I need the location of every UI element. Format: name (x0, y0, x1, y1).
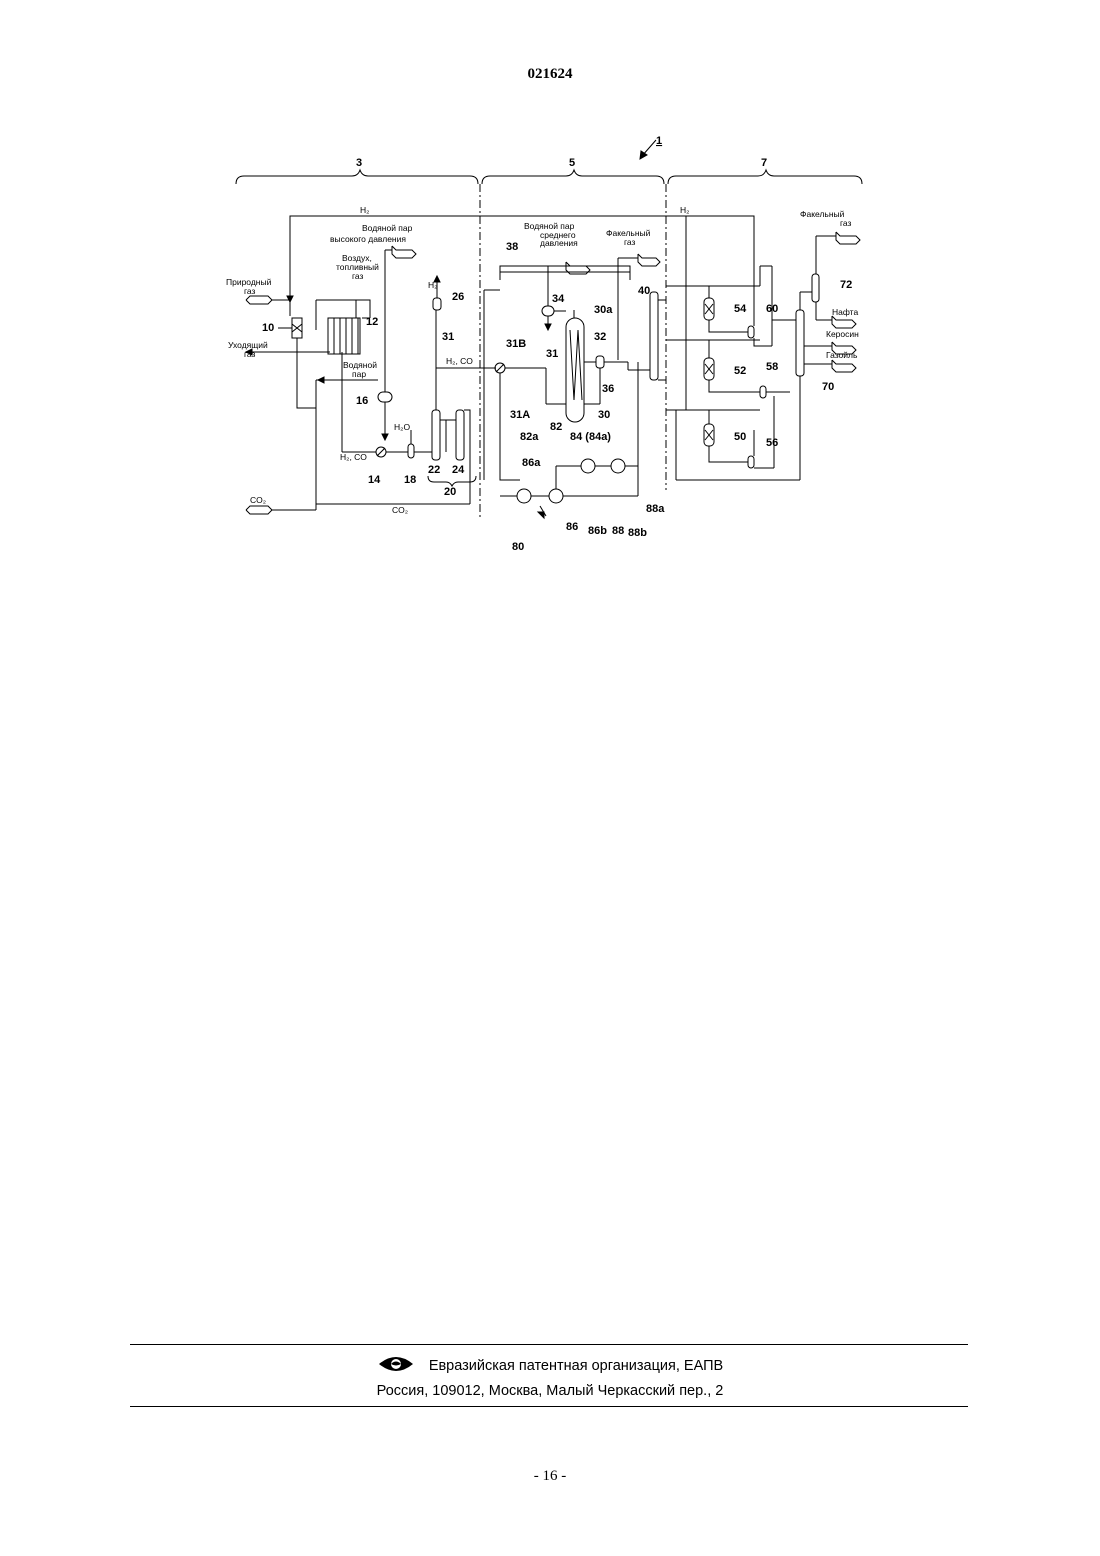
footer-divider-top (130, 1344, 968, 1345)
ref-34: 34 (552, 293, 565, 305)
steam-drum-16 (378, 392, 392, 402)
ref-40: 40 (638, 285, 650, 297)
label-h2co-left: H₂, CO (340, 452, 367, 462)
ref-50: 50 (734, 431, 746, 443)
ref-88a: 88a (646, 503, 665, 515)
label-steam-hp-2: высокого давления (330, 234, 406, 244)
label-h2co-mid: H₂, CO (446, 356, 473, 366)
pump-88 (611, 459, 625, 473)
process-flow-diagram: 1 3 5 7 H₂ H₂ Водяной пар высокого давле… (0, 0, 1100, 600)
ref-60: 60 (766, 303, 778, 315)
ref-58: 58 (766, 361, 778, 373)
ref-20: 20 (444, 486, 456, 498)
regenerator-24 (456, 410, 464, 460)
hydrogen-separator-26 (433, 298, 441, 310)
ref-16: 16 (356, 395, 368, 407)
ref-86: 86 (566, 521, 578, 533)
ref-84: 84 (84a) (570, 431, 611, 443)
ref-31-left: 31 (442, 331, 454, 343)
ref-88b: 88b (628, 527, 647, 539)
ref-12: 12 (366, 316, 378, 328)
label-natural-gas-2: газ (244, 286, 256, 296)
ref-36: 36 (602, 383, 614, 395)
label-h2o: H₂O (394, 422, 410, 432)
separator-36 (596, 356, 604, 368)
drum-34 (542, 306, 554, 316)
reactor-30 (566, 318, 584, 422)
pump-84 (581, 459, 595, 473)
ref-88: 88 (612, 525, 624, 537)
ref-32: 32 (594, 331, 606, 343)
page-number: - 16 - (0, 1468, 1100, 1485)
separator-58 (760, 386, 766, 398)
separator-18 (408, 444, 414, 458)
ref-31b: 31B (506, 338, 526, 350)
label-kerosene: Керосин (826, 329, 859, 339)
ref-70: 70 (822, 381, 834, 393)
label-co2-in: CO₂ (250, 495, 266, 505)
eapo-logo-icon (377, 1354, 415, 1378)
ref-52: 52 (734, 365, 746, 377)
label-steam-mp-3: давления (540, 238, 578, 248)
label-naphtha: Нафта (832, 307, 858, 317)
pump-86 (549, 489, 563, 503)
separator-56 (748, 456, 754, 468)
label-h2-vert: H₂ (428, 280, 437, 290)
separator-60 (748, 326, 754, 338)
section-brace-5 (482, 170, 664, 184)
section-brace-3 (236, 170, 478, 184)
label-air-fuel-3: газ (352, 271, 364, 281)
pump-82 (517, 489, 531, 503)
ref-24: 24 (452, 464, 465, 476)
ref-86b: 86b (588, 525, 607, 537)
ref-22: 22 (428, 464, 440, 476)
label-co2-line: CO₂ (392, 505, 408, 515)
stabilizer-72 (812, 274, 819, 302)
fractionator-70 (796, 310, 804, 376)
ref-main: 1 (656, 135, 662, 147)
label-flare-right-1: Факельный (800, 209, 845, 219)
section-label-3: 3 (356, 157, 362, 169)
section-label-5: 5 (569, 157, 575, 169)
ref-86a: 86a (522, 457, 541, 469)
ref-30: 30 (598, 409, 610, 421)
ref-38: 38 (506, 241, 518, 253)
ref-10: 10 (262, 322, 274, 334)
ref-56: 56 (766, 437, 778, 449)
label-h2-top-left: H₂ (360, 205, 369, 215)
footer-organization: Евразийская патентная организация, ЕАПВ (0, 1354, 1100, 1378)
label-h2-top-right: H₂ (680, 205, 689, 215)
ref-30a: 30a (594, 304, 613, 316)
absorber-22 (432, 410, 440, 460)
column-40 (650, 292, 658, 380)
ref-82: 82 (550, 421, 562, 433)
ref-72: 72 (840, 279, 852, 291)
section-brace-7 (668, 170, 862, 184)
label-flue-gas-2: газ (244, 349, 256, 359)
label-flare-right-2: газ (840, 218, 852, 228)
footer-divider-bottom (130, 1406, 968, 1407)
label-gasoil: Газойль (826, 350, 858, 360)
ref-14: 14 (368, 474, 381, 486)
ref-26: 26 (452, 291, 464, 303)
line-38 (500, 266, 630, 280)
section-label-7: 7 (761, 157, 767, 169)
ref-31a: 31A (510, 409, 530, 421)
footer-address: Россия, 109012, Москва, Малый Черкасский… (0, 1383, 1100, 1399)
footer-organization-text: Евразийская патентная организация, ЕАПВ (429, 1358, 723, 1374)
reformer-12 (328, 318, 360, 354)
ref-80: 80 (512, 541, 524, 553)
label-steam-2: пар (352, 369, 366, 379)
ref-82a: 82a (520, 431, 539, 443)
ref-31-mid: 31 (546, 348, 558, 360)
label-steam-hp-1: Водяной пар (362, 223, 413, 233)
label-flare-mid-2: газ (624, 237, 636, 247)
ref-54: 54 (734, 303, 747, 315)
ref-18: 18 (404, 474, 416, 486)
